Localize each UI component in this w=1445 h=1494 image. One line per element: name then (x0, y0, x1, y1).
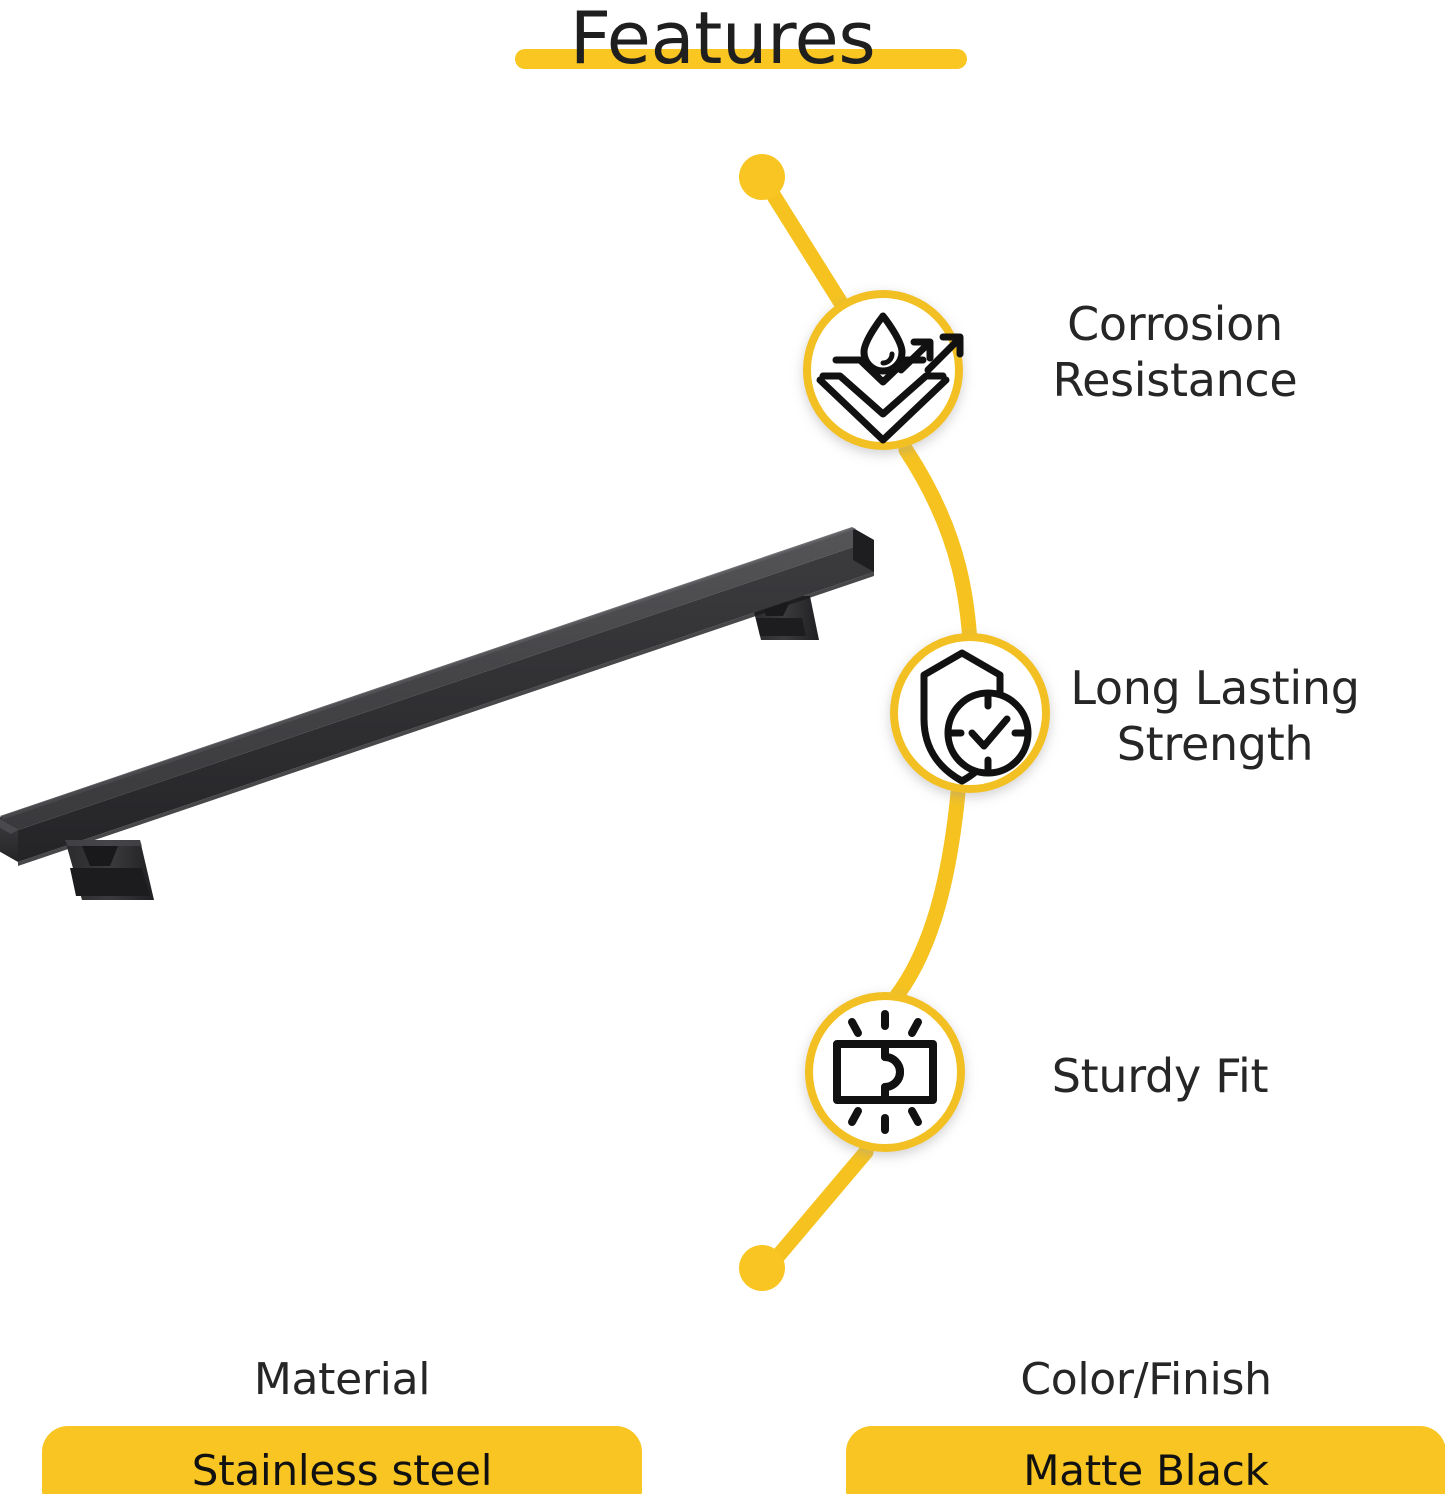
feature-timeline (640, 130, 1110, 1310)
product-rail-face (18, 540, 874, 862)
title-underline-bar (515, 49, 967, 69)
product-post-left (65, 840, 154, 900)
spec-color-finish-pill[interactable]: Matte Black (846, 1426, 1445, 1494)
feature-label-corrosion-resistance: Corrosion Resistance (1000, 296, 1350, 408)
feature-label-line-1: Long Lasting (1070, 661, 1360, 715)
feature-label-line-2: Strength (1116, 717, 1314, 772)
feature-label-sturdy-fit: Sturdy Fit (1000, 1048, 1320, 1104)
feature-node-sturdy-fit[interactable] (805, 992, 965, 1152)
spec-material: Material Stainless steel (42, 1354, 642, 1494)
product-image (0, 510, 890, 910)
spec-material-value: Stainless steel (191, 1446, 493, 1494)
feature-label-line-2: Resistance (1052, 353, 1298, 408)
spec-color-finish: Color/Finish Matte Black (846, 1354, 1445, 1494)
feature-label-line-1: Corrosion (1067, 297, 1283, 351)
shield-clock-check-icon (920, 649, 1032, 785)
feature-label-long-lasting-strength: Long Lasting Strength (1040, 660, 1390, 772)
water-repellent-icon (816, 312, 964, 444)
spec-material-label: Material (253, 1354, 431, 1405)
spec-color-finish-label: Color/Finish (1020, 1354, 1272, 1405)
spec-material-pill[interactable]: Stainless steel (42, 1426, 642, 1494)
feature-label-line-1: Sturdy Fit (1051, 1049, 1269, 1103)
timeline-start-dot (739, 154, 785, 200)
product-rail-top (0, 528, 874, 830)
page-header: Features (0, 0, 1445, 100)
timeline-end-dot (739, 1245, 785, 1291)
spec-color-finish-value: Matte Black (1023, 1446, 1269, 1494)
puzzle-fit-icon (833, 1010, 937, 1134)
page-title: Features (569, 0, 876, 80)
